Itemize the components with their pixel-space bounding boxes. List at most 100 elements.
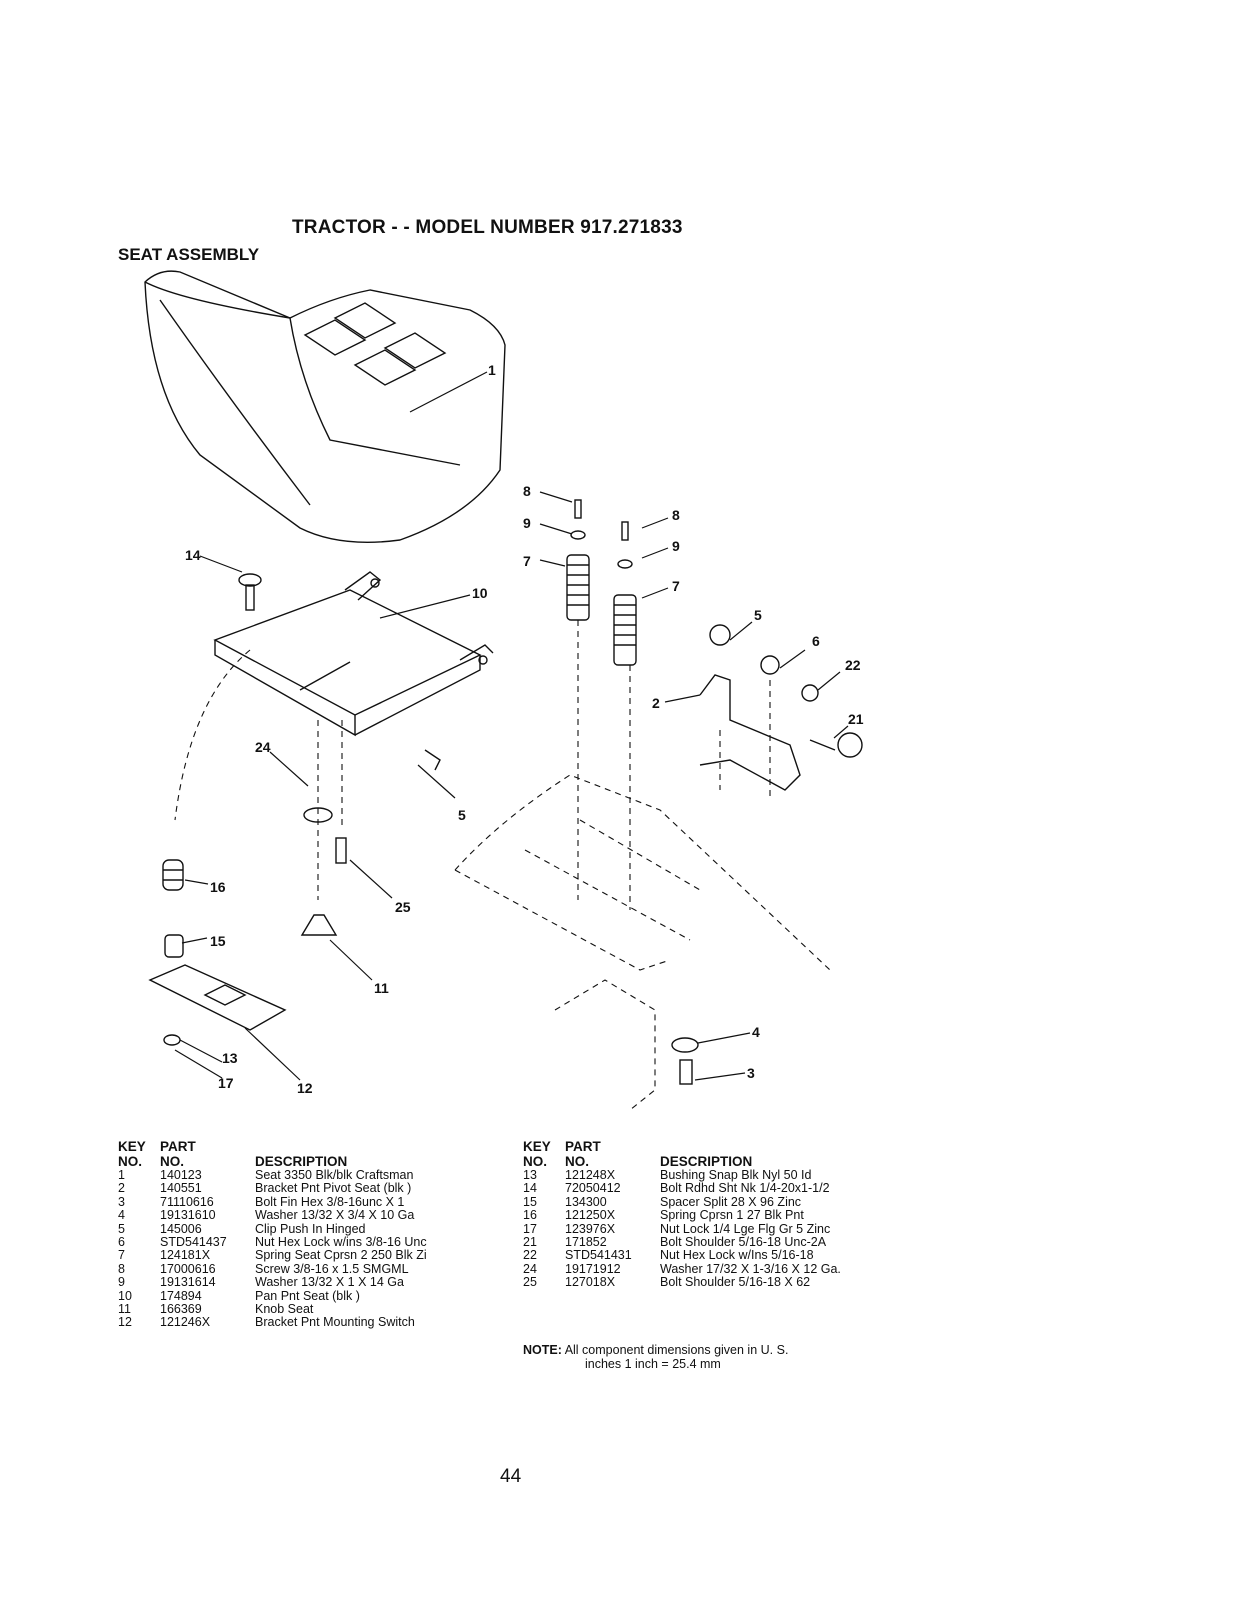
description-cell: Knob Seat [255,1302,314,1317]
page-number: 44 [500,1466,522,1487]
key-no-cell: 15 [523,1194,537,1209]
key-no-cell: 16 [523,1208,537,1223]
part-no-cell: 140123 [160,1168,202,1182]
key-no-cell: 13 [523,1168,537,1182]
description-header: DESCRIPTION [255,1154,348,1169]
callout-21: 21 [848,711,864,727]
part-no-cell: 121248X [565,1168,616,1182]
callout-9a: 9 [523,515,531,531]
key-header-line2: NO. [118,1154,143,1169]
key-header-line1: KEY [523,1139,551,1154]
part-header-line2: NO. [160,1154,185,1169]
bolt-14-drawing [238,573,262,611]
description-cell: Seat 3350 Blk/blk Craftsman [255,1168,414,1182]
key-header-line2: NO. [523,1154,548,1169]
description-cell: Bolt Shoulder 5/16-18 Unc-2A [660,1235,827,1250]
callout-16: 16 [210,879,226,895]
callout-numbers: 1 8 9 7 8 9 7 14 10 5 6 22 2 21 24 5 16 … [185,362,864,1096]
key-no-cell: 1 [118,1168,125,1182]
description-cell: Bolt Shoulder 5/16-18 X 62 [660,1275,811,1290]
key-no-cell: 11 [118,1302,131,1317]
part-no-cell: 127018X [565,1275,616,1290]
seat-pan-drawing [213,571,494,737]
leader-lines [174,371,849,1081]
part-header-line2: NO. [565,1154,590,1169]
callout-9b: 9 [672,538,680,554]
description-cell: Washer 13/32 X 3/4 X 10 Ga [255,1208,415,1223]
callout-1: 1 [488,362,496,378]
callout-22: 22 [845,657,861,673]
callout-8a: 8 [523,483,531,499]
note-line1: All component dimensions given in U. S. [564,1343,789,1357]
part-no-cell: STD541437 [160,1235,227,1250]
callout-4: 4 [752,1024,760,1040]
pivot-bracket-drawing [424,624,863,791]
description-cell: Bushing Snap Blk Nyl 50 Id [660,1168,812,1182]
callout-25: 25 [395,899,411,915]
section-title: SEAT ASSEMBLY [118,245,260,264]
callout-5b: 5 [458,807,466,823]
page-title: TRACTOR - - MODEL NUMBER 917.271833 [292,217,683,238]
table-row: 13 121248X Bushing Snap Blk Nyl 50 Id [523,1168,841,1182]
part-no-cell: 174894 [160,1288,202,1303]
springs-drawing [566,499,637,666]
callout-10: 10 [472,585,488,601]
description-cell: Bolt Rdhd Sht Nk 1/4-20x1-1/2 [660,1181,830,1196]
callout-7a: 7 [523,553,531,569]
callout-2: 2 [652,695,660,711]
part-no-cell: 134300 [565,1194,607,1209]
callout-11: 11 [374,980,389,996]
description-cell: Nut Lock 1/4 Lge Flg Gr 5 Zinc [660,1221,831,1236]
description-cell: Washer 17/32 X 1-3/16 X 12 Ga. [660,1261,841,1276]
part-no-cell: 124181X [160,1248,211,1263]
part-no-cell: 171852 [565,1235,607,1250]
key-no-cell: 2 [118,1181,125,1196]
description-cell: Nut Hex Lock w/ins 3/8-16 Unc [255,1235,427,1250]
callout-24: 24 [255,739,271,755]
part-no-cell: 121246X [160,1315,211,1330]
seat-drawing [144,270,506,543]
dimensions-note: NOTE: All component dimensions given in … [523,1343,788,1371]
key-no-cell: 3 [118,1194,125,1209]
callout-14: 14 [185,547,201,563]
note-line2: inches 1 inch = 25.4 mm [585,1357,721,1371]
tractor-frame-drawing [174,620,831,1111]
key-no-cell: 25 [523,1275,537,1290]
key-no-cell: 9 [118,1275,125,1290]
exploded-parts-diagram: 1 8 9 7 8 9 7 14 10 5 6 22 2 21 24 5 16 … [144,270,864,1111]
part-no-cell: 17000616 [160,1261,216,1276]
key-header-line1: KEY [118,1139,146,1154]
key-no-cell: 10 [118,1288,132,1303]
callout-8b: 8 [672,507,680,523]
callout-12: 12 [297,1080,313,1096]
callout-6: 6 [812,633,820,649]
part-no-cell: 145006 [160,1221,202,1236]
callout-7b: 7 [672,578,680,594]
table-row: 5 145006 Clip Push In Hinged [118,1221,427,1236]
switch-bracket-drawing [148,807,699,1085]
description-cell: Bracket Pnt Mounting Switch [255,1315,415,1330]
key-no-cell: 7 [118,1248,125,1263]
key-no-cell: 24 [523,1261,537,1276]
key-no-cell: 4 [118,1208,125,1223]
callout-13: 13 [222,1050,238,1066]
description-cell: Clip Push In Hinged [255,1221,366,1236]
part-header-line1: PART [565,1139,601,1154]
part-no-cell: 71110616 [160,1194,214,1209]
callout-5a: 5 [754,607,762,623]
part-no-cell: 121250X [565,1208,616,1223]
callout-17: 17 [218,1075,234,1091]
key-no-cell: 6 [118,1235,125,1250]
description-cell: Bolt Fin Hex 3/8-16unc X 1 [255,1194,405,1209]
key-no-cell: 5 [118,1221,125,1236]
part-no-cell: 19171912 [565,1261,621,1276]
